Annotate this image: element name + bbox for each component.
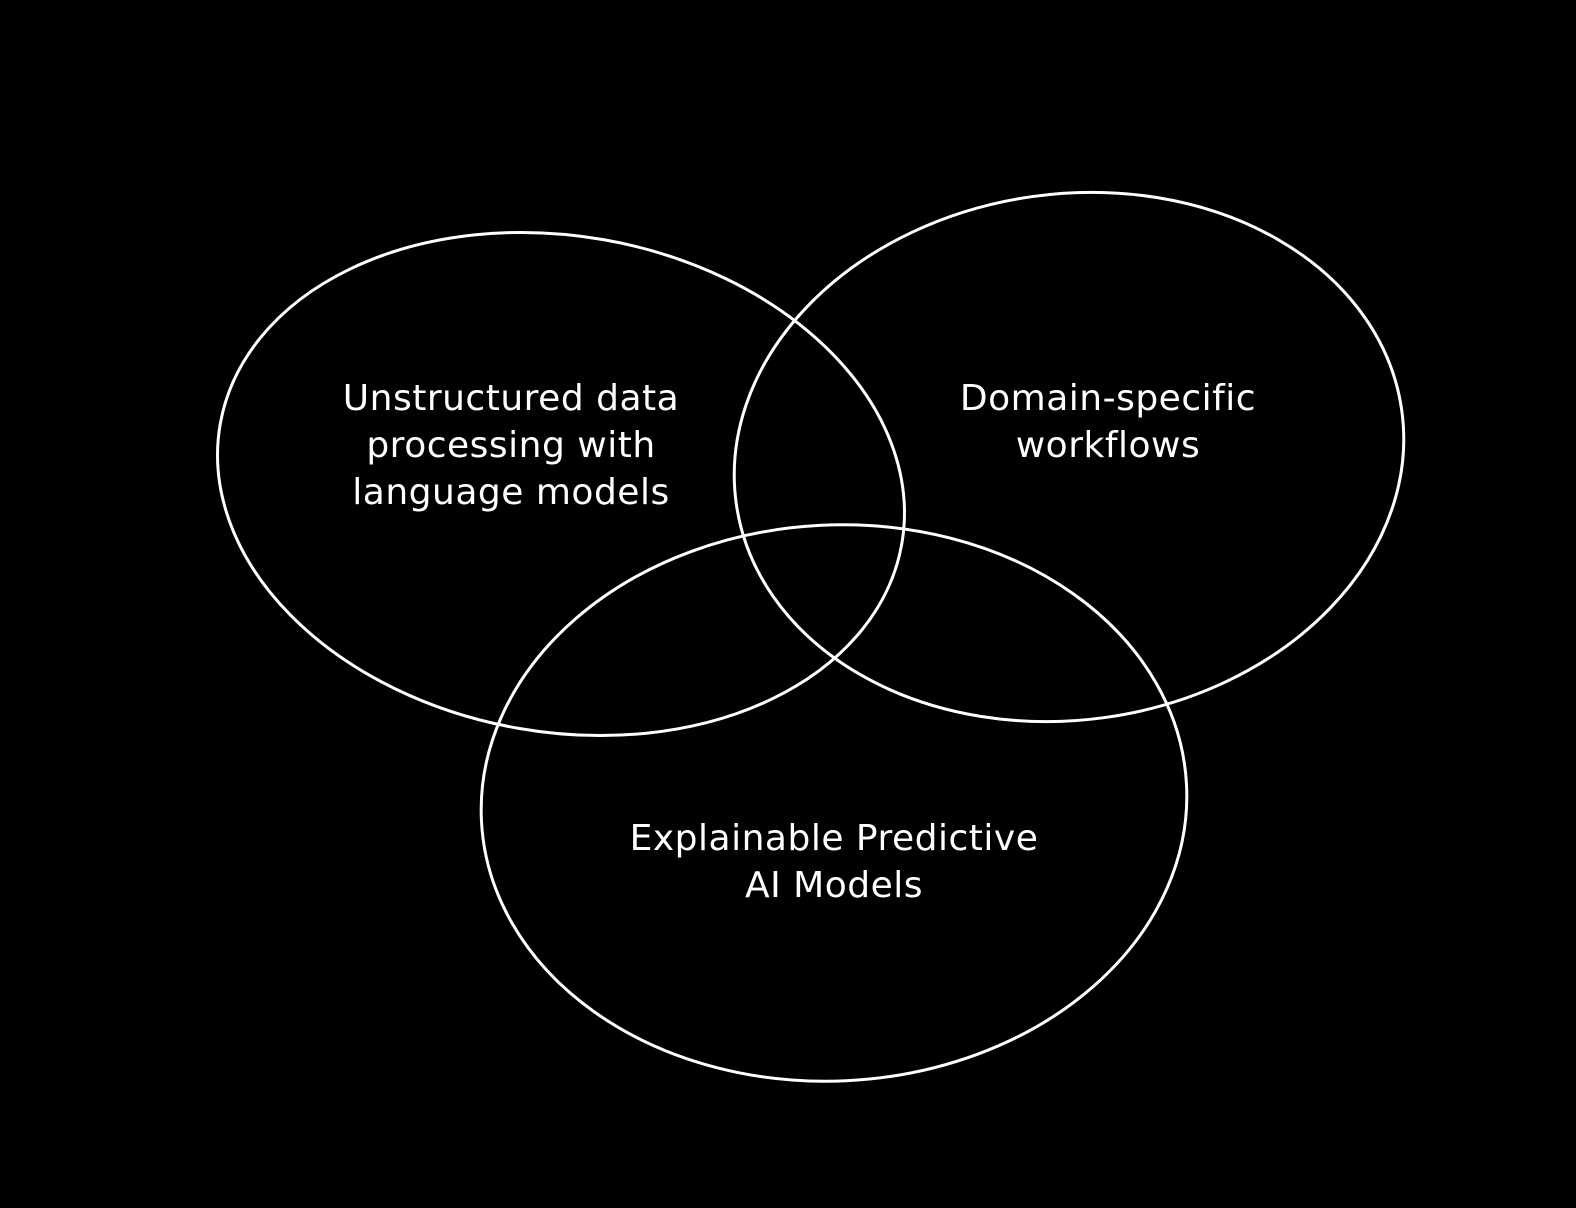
set-label-line: processing with bbox=[366, 425, 655, 466]
set-label-domain-workflows: Domain-specific workflows bbox=[960, 378, 1256, 466]
set-ellipse-unstructured-data bbox=[216, 230, 906, 738]
set-label-line: AI Models bbox=[745, 865, 923, 906]
set-ellipse-explainable-ai bbox=[479, 523, 1189, 1083]
set-label-explainable-ai: Explainable Predictive AI Models bbox=[630, 818, 1039, 906]
set-label-line: workflows bbox=[1016, 425, 1201, 466]
set-label-line: language models bbox=[352, 472, 669, 513]
set-ellipse-domain-workflows bbox=[732, 190, 1406, 724]
set-outlines bbox=[216, 190, 1406, 1083]
set-label-line: Explainable Predictive bbox=[630, 818, 1039, 859]
set-label-line: Domain-specific bbox=[960, 378, 1256, 419]
set-label-line: Unstructured data bbox=[343, 378, 679, 419]
set-label-unstructured-data: Unstructured data processing with langua… bbox=[343, 378, 679, 513]
